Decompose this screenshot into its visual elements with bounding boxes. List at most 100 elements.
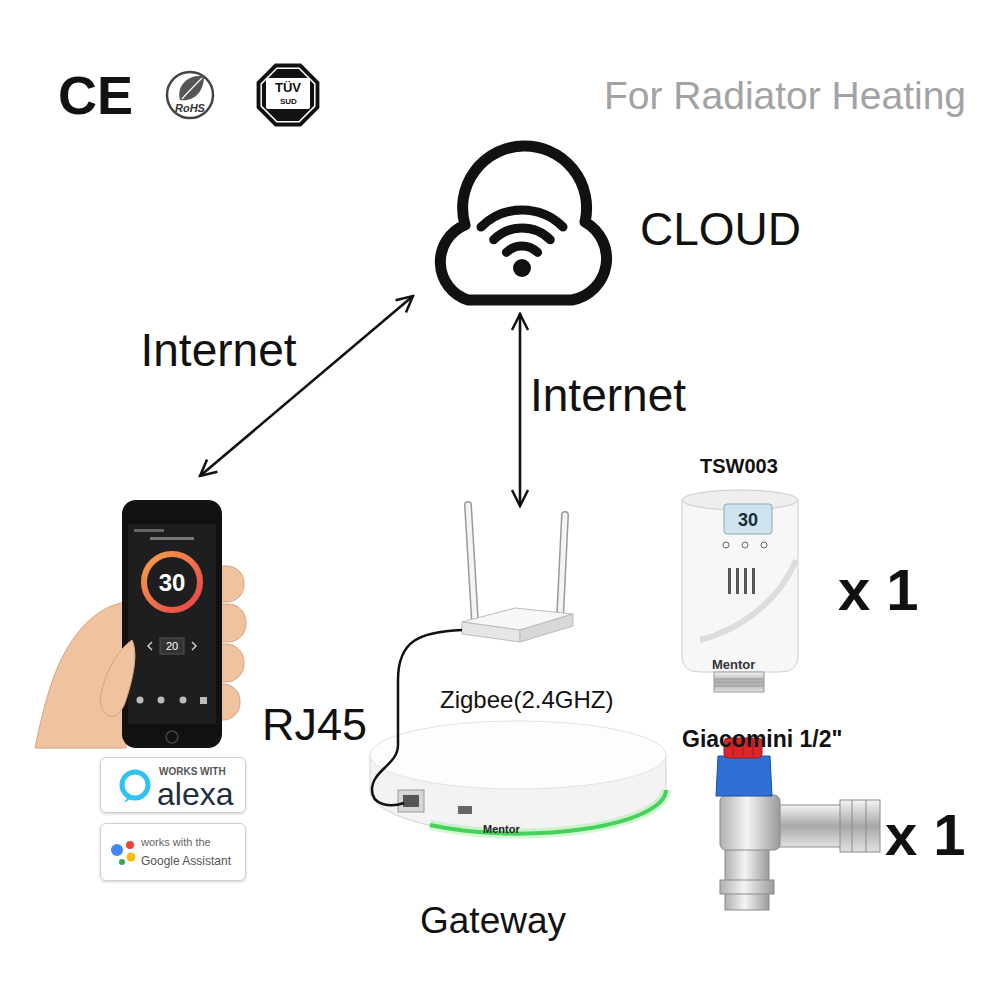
badge-icons [122, 772, 148, 798]
smartphone-body [100, 640, 135, 717]
node-label: Mentor [483, 824, 520, 835]
cloud-icon [440, 146, 606, 300]
zigbee-gateway [403, 795, 419, 807]
rj45-cable [372, 630, 462, 805]
cloud-icon [481, 210, 563, 227]
smartphone-body [100, 500, 222, 748]
node-label: WORKS WITH [159, 767, 226, 777]
valve-illustration [720, 880, 774, 894]
wifi-router [520, 614, 573, 642]
alexa-badge: WORKS WITHalexa [100, 757, 246, 813]
ce-mark: CE [58, 68, 133, 122]
quantity-label: x 1 [885, 806, 966, 864]
rohs-logo [179, 76, 204, 100]
node-label: Gateway [420, 902, 566, 939]
cloud-icon [506, 246, 537, 252]
diagram-title: For Radiator Heating [604, 76, 966, 115]
thermostat-illustration [682, 490, 798, 692]
cloud-node: CLOUD [425, 140, 615, 308]
wifi-router [468, 505, 475, 622]
wifi-router [462, 622, 520, 642]
link-label: Internet [530, 372, 686, 418]
rohs-logo [182, 78, 202, 99]
smartphone-body [192, 642, 196, 650]
badge-icons [100, 823, 246, 881]
smartphone-body [148, 642, 152, 650]
tuv-logo [266, 78, 310, 109]
node-label: CLOUD [640, 206, 801, 252]
thermostat-illustration [714, 686, 764, 687]
smartphone-body [180, 697, 187, 704]
thermostat-illustration [736, 568, 739, 594]
thermostat-illustration [744, 568, 747, 594]
quantity-label: x 1 [838, 561, 919, 619]
valve-illustration [866, 800, 867, 852]
thermostat-illustration [761, 542, 767, 548]
thermostat-illustration [752, 568, 755, 594]
network-link [200, 296, 413, 476]
rohs-logo [167, 72, 213, 118]
valve-illustration [720, 795, 780, 850]
internet-arrow [519, 314, 522, 506]
smartphone-body [134, 529, 164, 532]
zigbee-gateway [370, 721, 666, 834]
zigbee-gateway [458, 806, 472, 814]
node-label: works with the [141, 837, 211, 848]
protocol-label: Zigbee(2.4GHZ) [440, 688, 613, 712]
wifi-router [560, 515, 565, 618]
smartphone-body [200, 697, 207, 704]
tuv-logo [261, 68, 315, 122]
badge-icons [111, 844, 123, 856]
thermostat-illustration [724, 504, 772, 534]
port-label: RJ45 [262, 702, 367, 747]
tuv-logo [257, 64, 320, 127]
zigbee-gateway [430, 790, 666, 834]
thermostat-illustration [742, 542, 748, 548]
sud-mark: SUD [280, 98, 297, 106]
cloud-icon [494, 228, 551, 240]
node-label: Mentor [712, 658, 755, 671]
smartphone-app: 3020 [122, 500, 222, 748]
badge-icons [124, 796, 132, 803]
valve-illustration [716, 756, 772, 796]
zigbee-gateway [370, 721, 666, 789]
zigbee-gateway [430, 790, 666, 834]
zigbee-gateway [398, 790, 424, 812]
node-label: Google Assistant [141, 855, 231, 867]
wifi-router [462, 505, 573, 642]
node-label: Giacomini 1/2" [682, 728, 842, 751]
rj45-cable [372, 630, 462, 805]
smartphone-body [160, 638, 184, 654]
link-label: Internet [141, 327, 297, 373]
smartphone-body [158, 697, 165, 704]
wifi-router [468, 505, 475, 622]
smartphone-body [122, 500, 222, 748]
tuv-logo [257, 64, 320, 127]
valve-illustration [840, 800, 880, 852]
smartphone-body [150, 537, 194, 540]
thermostat-illustration [728, 568, 731, 594]
valve-illustration [852, 800, 853, 852]
badge-icons [119, 859, 125, 865]
cloud-icon [513, 259, 531, 277]
google-badge: works with theGoogle Assistant [100, 823, 246, 881]
node-label: 20 [160, 641, 184, 652]
smartphone-body [137, 697, 144, 704]
smartphone-body [166, 731, 178, 743]
wifi-router [560, 515, 565, 618]
rohs-logo [167, 72, 213, 118]
cloud-icon [440, 146, 606, 300]
badge-icons [127, 853, 136, 862]
thermostat-illustration [682, 500, 798, 672]
radiator-valve: Giacomini 1/2" [680, 722, 880, 912]
tuv-mark: TÜV [275, 81, 301, 94]
thermostat-illustration [723, 542, 729, 548]
badge-icons [126, 841, 134, 849]
node-label: 30 [724, 511, 772, 529]
node-label: TSW003 [700, 456, 778, 476]
thermostat-illustration [700, 560, 796, 640]
node-label: alexa [157, 778, 234, 810]
